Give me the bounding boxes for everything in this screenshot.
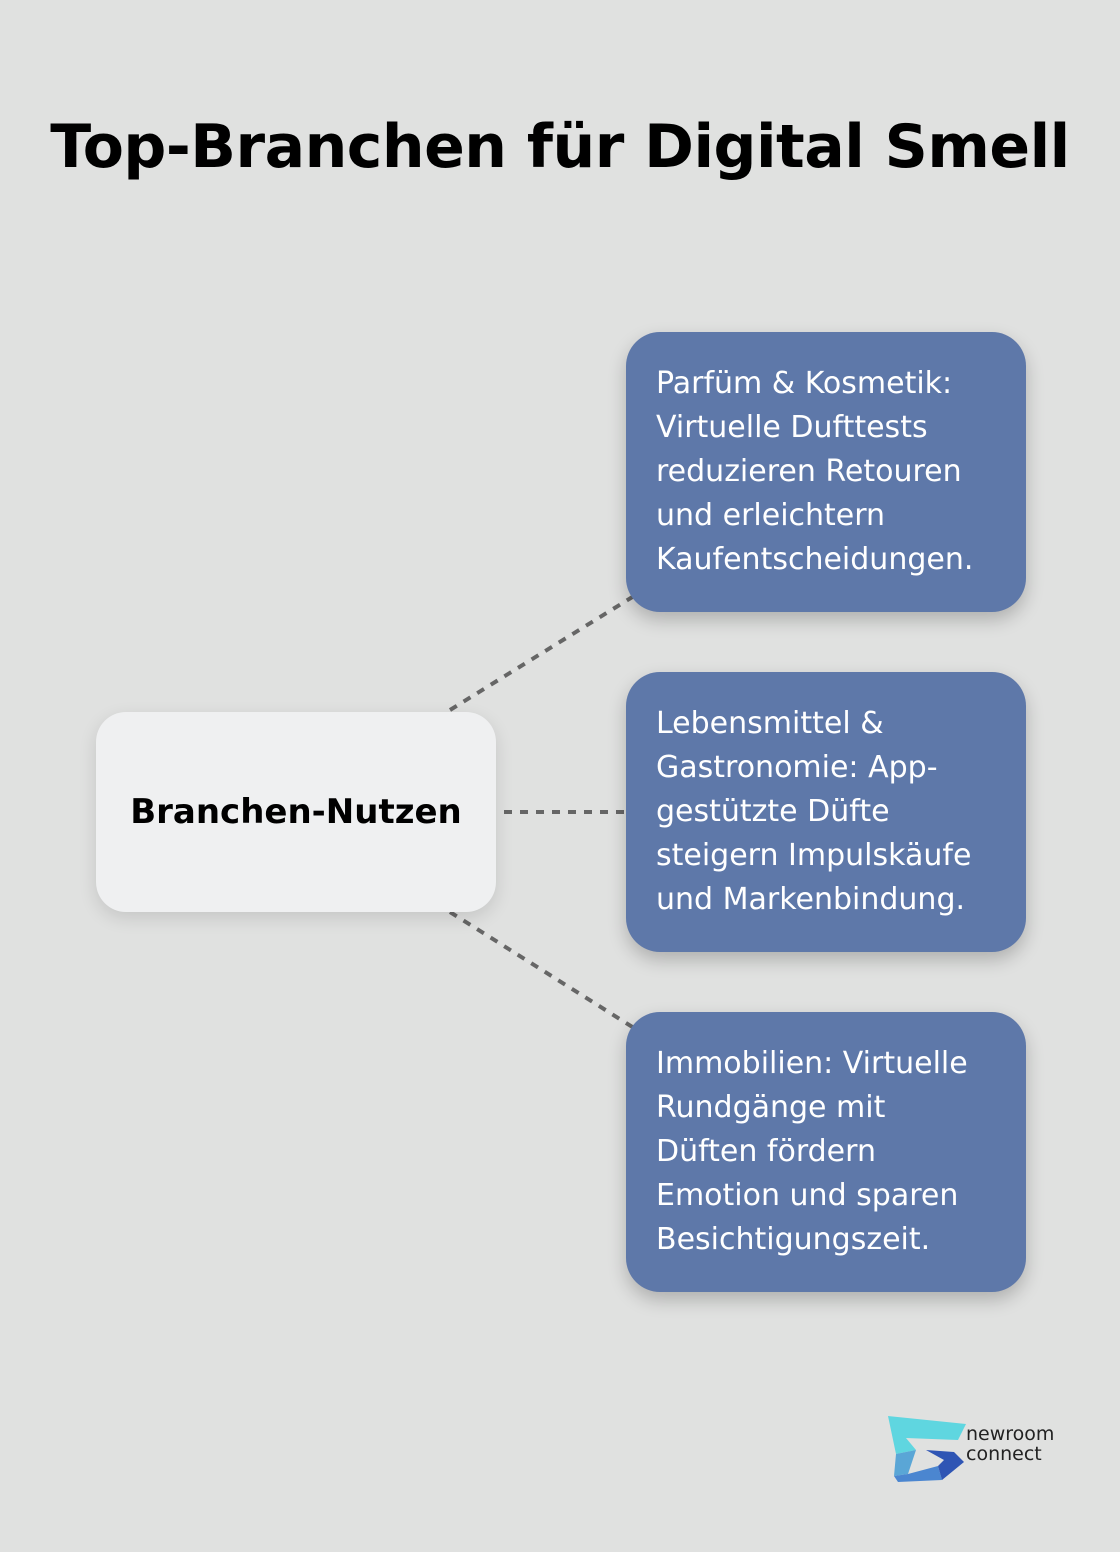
- branch-card-text: Parfüm & Kosmetik: Virtuelle Dufttests r…: [656, 366, 974, 577]
- center-node-label: Branchen-Nutzen: [130, 792, 462, 832]
- branch-card-text: Immobilien: Virtuelle Rundgänge mit Düft…: [656, 1046, 968, 1257]
- branch-card-perfume: Parfüm & Kosmetik: Virtuelle Dufttests r…: [626, 332, 1026, 612]
- center-node: Branchen-Nutzen: [96, 712, 496, 912]
- logo-text: newroom connect: [966, 1424, 1054, 1464]
- newroom-connect-logo-icon: [888, 1416, 966, 1482]
- logo-line-1: newroom: [966, 1423, 1055, 1445]
- branch-card-food: Lebensmittel & Gastronomie: App-gestützt…: [626, 672, 1026, 952]
- branch-card-realestate: Immobilien: Virtuelle Rundgänge mit Düft…: [626, 1012, 1026, 1292]
- page-title: Top-Branchen für Digital Smell: [50, 112, 1070, 182]
- branch-card-text: Lebensmittel & Gastronomie: App-gestützt…: [656, 706, 972, 917]
- logo-line-2: connect: [966, 1443, 1042, 1465]
